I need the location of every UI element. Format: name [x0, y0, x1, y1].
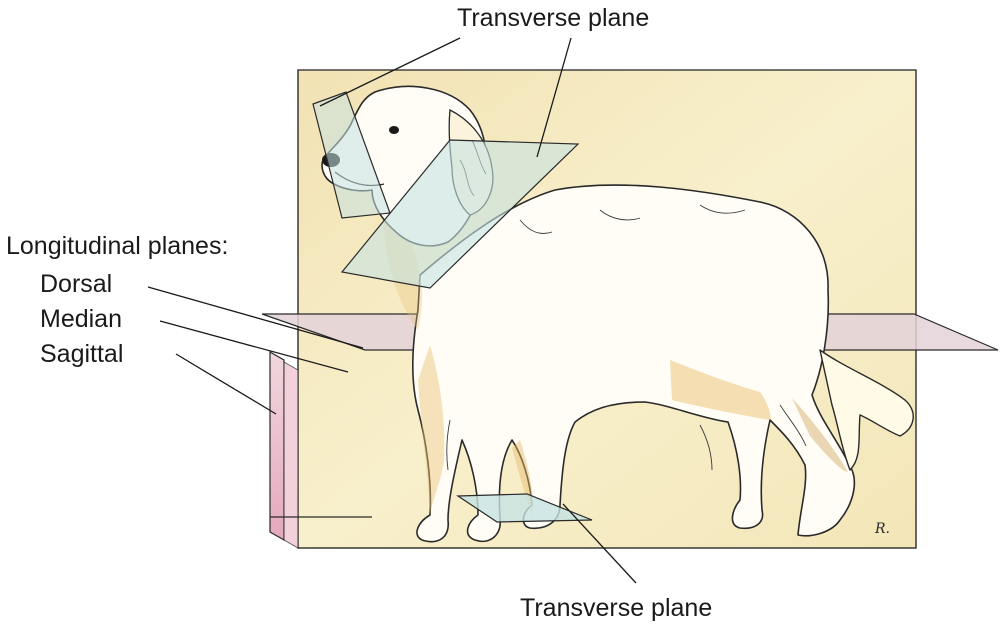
leader-lines	[147, 37, 637, 584]
leader-dorsal	[147, 286, 364, 349]
leader-sagittal	[175, 353, 277, 415]
artist-signature: R.	[874, 521, 890, 537]
transverse-plane-neck	[340, 139, 580, 289]
leader-transverse-top-head	[319, 37, 461, 107]
leader-median	[159, 320, 349, 373]
transverse-plane-foot	[456, 493, 593, 523]
label-transverse-plane-top: Transverse plane	[457, 4, 650, 32]
dog-figure	[321, 85, 914, 543]
label-longitudinal-planes: Longitudinal planes:	[6, 232, 229, 260]
label-median: Median	[40, 305, 122, 333]
label-sagittal: Sagittal	[40, 340, 124, 368]
label-transverse-plane-bottom: Transverse plane	[520, 594, 713, 622]
sagittal-plane	[269, 350, 372, 549]
leader-transverse-bottom	[562, 503, 637, 584]
label-dorsal: Dorsal	[40, 270, 113, 298]
leader-transverse-top-neck	[536, 37, 572, 158]
